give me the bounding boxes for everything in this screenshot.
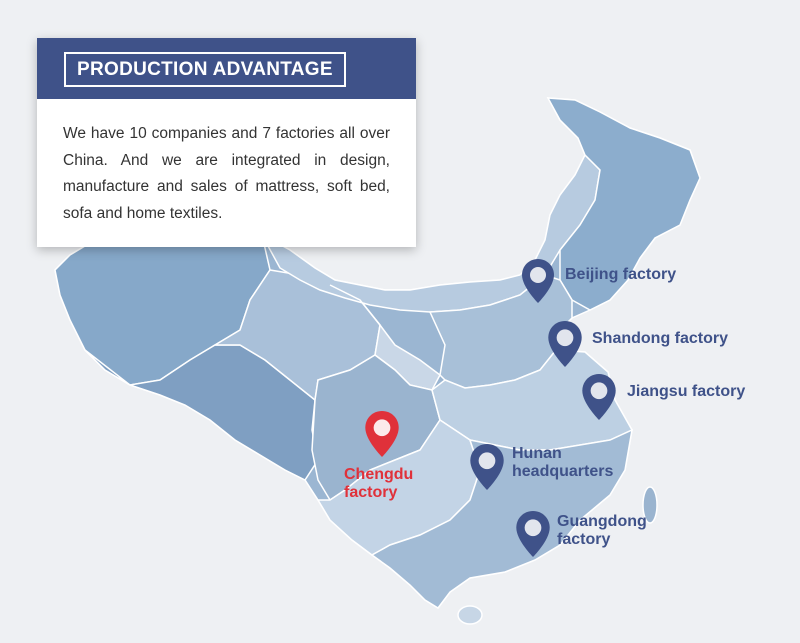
jiangsu-label: Jiangsu factory — [627, 383, 746, 400]
region-northeast — [546, 97, 701, 311]
region-southeast — [370, 428, 633, 609]
shandong-pin-icon — [548, 321, 582, 367]
guangdong-label: Guangdong factory — [557, 513, 647, 548]
card-description: We have 10 companies and 7 factories all… — [63, 125, 390, 222]
chengdu-label: Chengdu factory — [344, 466, 414, 501]
guangdong-pin-icon — [516, 511, 550, 557]
shandong-label: Shandong factory — [592, 330, 729, 347]
hunan-pin-icon — [470, 444, 504, 490]
card-title: PRODUCTION ADVANTAGE — [64, 52, 346, 87]
production-advantage-card: PRODUCTION ADVANTAGE We have 10 companie… — [37, 38, 416, 247]
jiangsu-pin-icon — [582, 374, 616, 420]
hunan-label: Hunan headquarters — [512, 445, 614, 480]
beijing-label: Beijing factory — [565, 266, 677, 283]
card-header: PRODUCTION ADVANTAGE — [37, 38, 416, 99]
region-hainan — [457, 605, 483, 625]
beijing-pin-icon — [522, 259, 554, 303]
region-taiwan — [642, 486, 658, 524]
chengdu-pin-icon — [365, 411, 399, 457]
